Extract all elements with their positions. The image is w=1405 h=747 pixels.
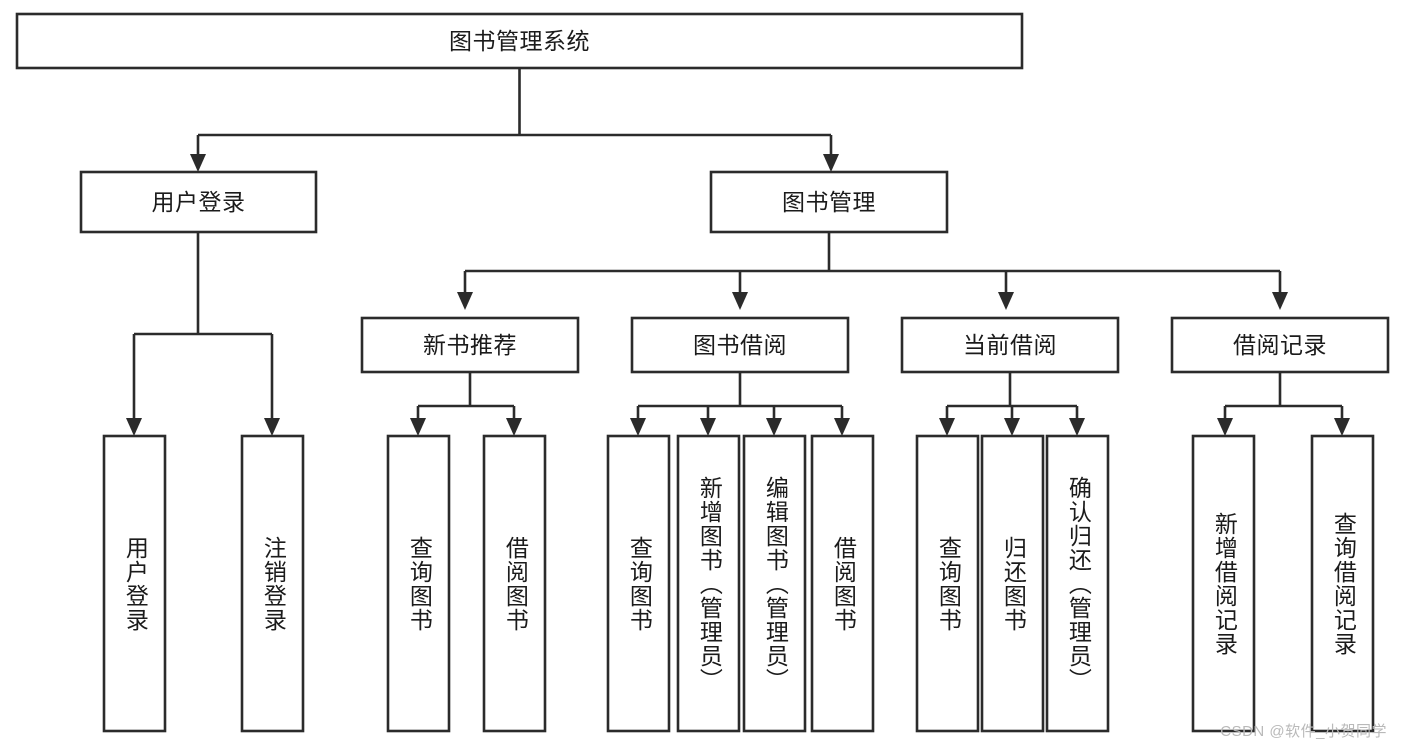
node-box-leaf-borrow-book-2[interactable] bbox=[810, 434, 875, 733]
arrowhead-leaf-borrow-book-1 bbox=[506, 418, 522, 436]
arrowhead-book-mgmt bbox=[823, 154, 839, 172]
arrowhead-leaf-add-record bbox=[1217, 418, 1233, 436]
node-box-book-borrow[interactable] bbox=[630, 316, 850, 374]
connector-book-mgmt-bus bbox=[465, 232, 1280, 273]
node-box-leaf-add-record[interactable] bbox=[1191, 434, 1256, 733]
arrowhead-leaf-query-book-1 bbox=[410, 418, 426, 436]
node-box-leaf-return-book[interactable] bbox=[980, 434, 1045, 733]
node-box-root[interactable] bbox=[15, 12, 1024, 70]
node-box-current-borrow[interactable] bbox=[900, 316, 1120, 374]
arrowhead-leaf-borrow-book-2 bbox=[834, 418, 850, 436]
node-box-leaf-query-book-2[interactable] bbox=[606, 434, 671, 733]
arrowhead-book-borrow bbox=[732, 292, 748, 310]
node-box-leaf-query-book-1[interactable] bbox=[386, 434, 451, 733]
node-box-leaf-edit-book[interactable] bbox=[742, 434, 807, 733]
arrowhead-leaf-add-book bbox=[700, 418, 716, 436]
node-box-leaf-confirm-return[interactable] bbox=[1045, 434, 1110, 733]
arrowhead-leaf-user-login bbox=[126, 418, 142, 436]
node-box-leaf-add-book[interactable] bbox=[676, 434, 741, 733]
node-box-leaf-query-record[interactable] bbox=[1310, 434, 1375, 733]
node-box-borrow-record[interactable] bbox=[1170, 316, 1390, 374]
arrowhead-leaf-query-book-2 bbox=[630, 418, 646, 436]
connector-new-book-rec-bus bbox=[418, 372, 514, 408]
node-box-new-book-rec[interactable] bbox=[360, 316, 580, 374]
node-box-book-mgmt[interactable] bbox=[709, 170, 949, 234]
connector-book-borrow-bus bbox=[638, 372, 842, 408]
arrowhead-current-borrow bbox=[998, 292, 1014, 310]
arrowhead-leaf-query-record bbox=[1334, 418, 1350, 436]
connector-current-borrow-bus bbox=[947, 372, 1077, 408]
arrowhead-leaf-edit-book bbox=[766, 418, 782, 436]
arrowhead-leaf-query-book-3 bbox=[939, 418, 955, 436]
arrowhead-new-book-rec bbox=[457, 292, 473, 310]
connector-root-bus bbox=[198, 68, 831, 137]
node-box-leaf-logout[interactable] bbox=[240, 434, 305, 733]
arrowhead-leaf-confirm-return bbox=[1069, 418, 1085, 436]
connector-borrow-record-bus bbox=[1225, 372, 1342, 408]
node-box-user-login[interactable] bbox=[79, 170, 318, 234]
arrowhead-leaf-return-book bbox=[1004, 418, 1020, 436]
arrowhead-user-login bbox=[190, 154, 206, 172]
node-box-leaf-borrow-book-1[interactable] bbox=[482, 434, 547, 733]
arrowhead-borrow-record bbox=[1272, 292, 1288, 310]
node-box-leaf-query-book-3[interactable] bbox=[915, 434, 980, 733]
node-box-leaf-user-login[interactable] bbox=[102, 434, 167, 733]
connector-user-login-bus bbox=[134, 232, 272, 336]
arrowhead-leaf-logout bbox=[264, 418, 280, 436]
